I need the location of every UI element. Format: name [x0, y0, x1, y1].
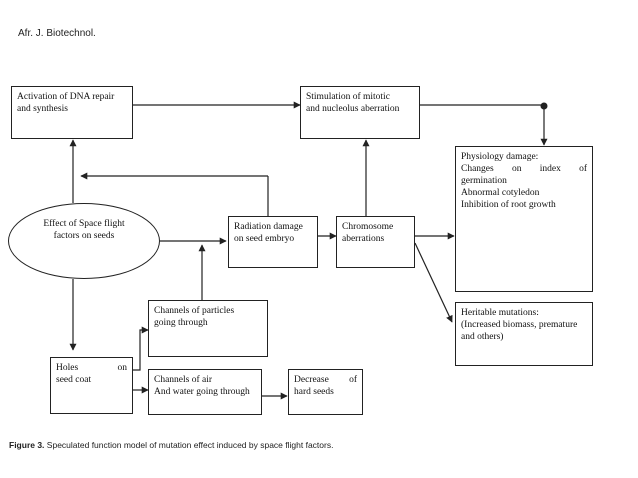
box-heritable-mutations: Heritable mutations: (Increased biomass,…: [455, 302, 593, 366]
figure-caption: Figure 3. Speculated function model of m…: [9, 440, 333, 450]
arrow-mitotic-to-physiology: [420, 104, 548, 146]
box-mitotic-stimulation: Stimulation of mitotic and nucleolus abe…: [300, 86, 420, 139]
box-air-water-channels: Channels of air And water going through: [148, 369, 262, 415]
caption-label: Figure 3.: [9, 440, 45, 450]
box-chromosome-aberrations: Chromosome aberrations: [336, 216, 415, 268]
junction-dot: [540, 102, 548, 110]
ellipse-space-flight: Effect of Space flight factors on seeds: [8, 203, 160, 279]
arrow-holes-to-particles: [133, 326, 149, 371]
box-decrease-hard-seeds: Decrease of hard seeds: [288, 369, 363, 415]
box-dna-repair: Activation of DNA repair and synthesis: [11, 86, 133, 139]
box-radiation-damage: Radiation damage on seed embryo: [228, 216, 318, 268]
box-particle-channels: Channels of particles going through: [148, 300, 268, 357]
caption-text: Speculated function model of mutation ef…: [44, 440, 334, 450]
box-physiology-damage: Physiology damage: Changes on index of g…: [455, 146, 593, 292]
box-seed-coat-holes: Holes on seed coat: [50, 357, 133, 414]
journal-name: Afr. J. Biotechnol.: [18, 28, 96, 39]
arrow-chromosome-to-heritable: [414, 242, 453, 323]
